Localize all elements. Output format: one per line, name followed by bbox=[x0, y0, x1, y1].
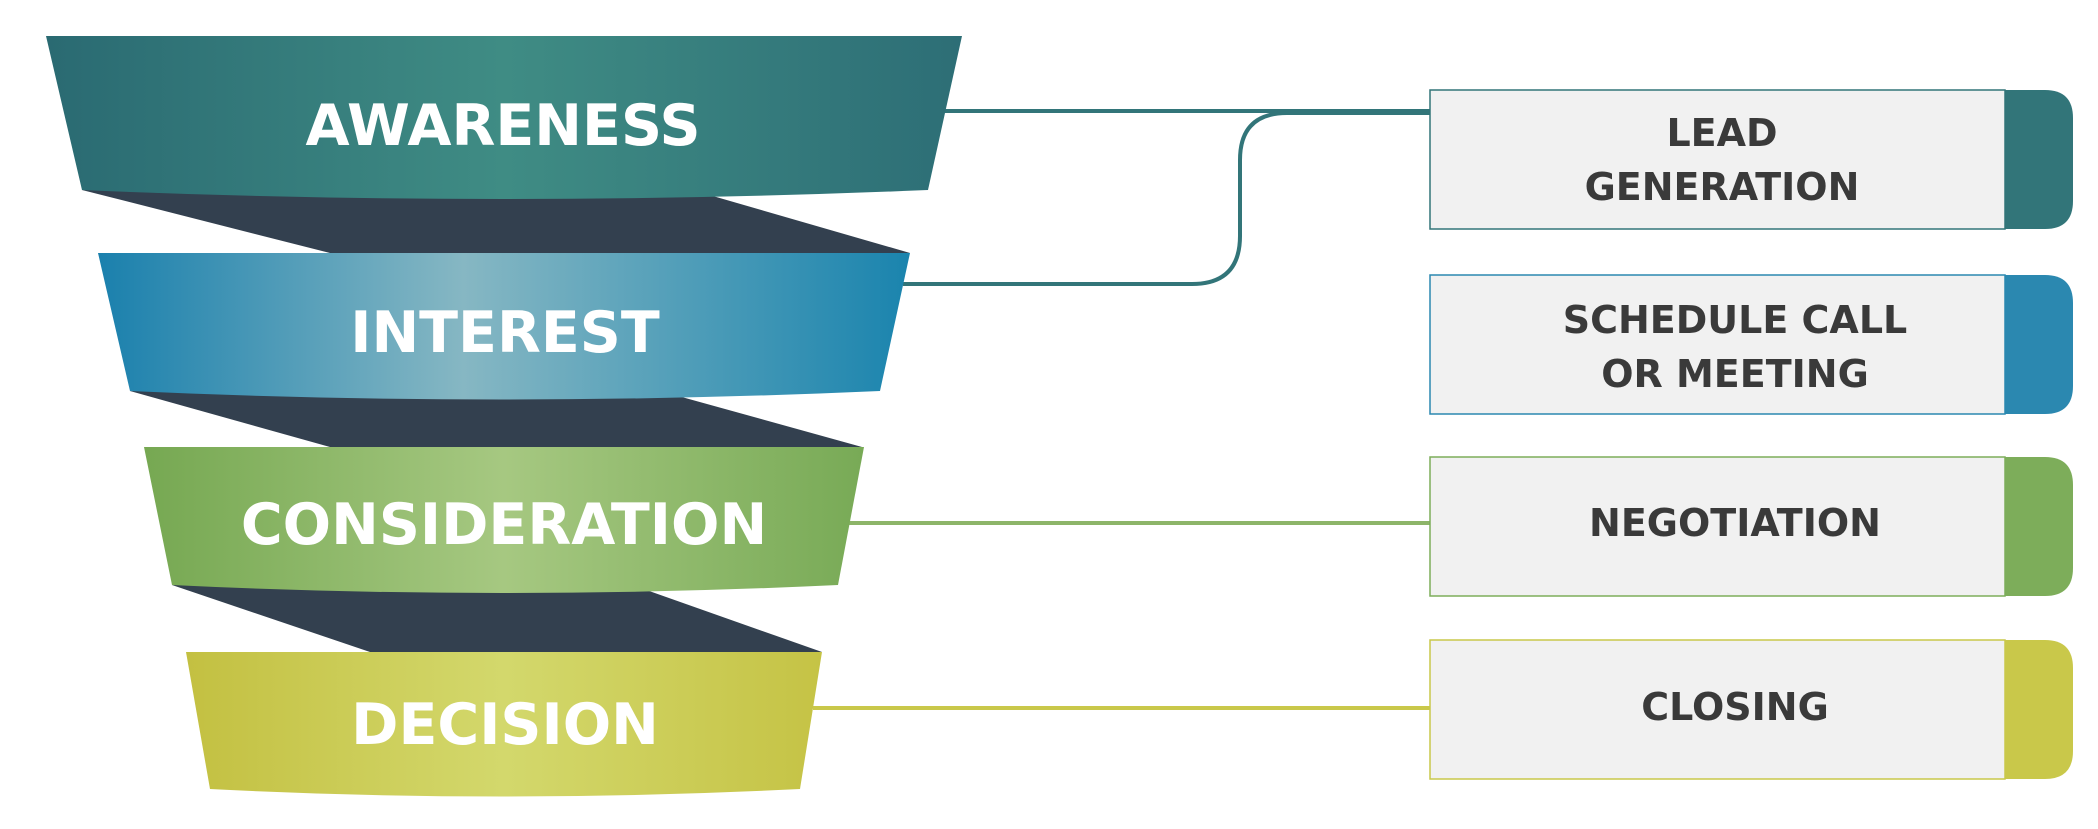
funnel-stage-label: DECISION bbox=[351, 692, 659, 758]
outcome-accent-tab bbox=[1990, 640, 2073, 779]
funnel-stage-label: INTEREST bbox=[350, 300, 660, 366]
outcome-label-line-2: OR MEETING bbox=[1601, 352, 1869, 396]
connector-interest-to-lead bbox=[903, 111, 1430, 286]
funnel-band bbox=[46, 36, 962, 199]
outcome-box bbox=[1429, 456, 2006, 597]
connector-lines bbox=[813, 109, 1430, 710]
outcome-label-line-2: GENERATION bbox=[1585, 165, 1860, 209]
funnel-stage-decision: DECISION bbox=[186, 652, 822, 797]
funnel-band bbox=[144, 447, 864, 593]
outcome-accent-tab bbox=[1990, 457, 2073, 596]
funnel-fold-2 bbox=[130, 391, 862, 447]
outcome-accent-tab bbox=[1990, 275, 2073, 414]
outcome-label: NEGOTIATION bbox=[1589, 501, 1881, 545]
funnel-stage-consideration: CONSIDERATION bbox=[144, 447, 864, 593]
outcome-accent-tab bbox=[1990, 90, 2073, 229]
outcome-schedule-call: SCHEDULE CALL OR MEETING bbox=[1429, 274, 2073, 415]
funnel-stage-awareness: AWARENESS bbox=[46, 36, 962, 199]
funnel-band bbox=[98, 253, 910, 400]
funnel-stage-interest: INTEREST bbox=[98, 253, 910, 400]
outcome-label-line-1: SCHEDULE CALL bbox=[1563, 298, 1908, 342]
outcome-label-line-1: LEAD bbox=[1666, 111, 1777, 155]
outcome-box bbox=[1429, 639, 2006, 780]
outcome-box bbox=[1429, 274, 2006, 415]
outcome-lead-generation: LEAD GENERATION bbox=[1429, 89, 2073, 230]
funnel-stage-label: AWARENESS bbox=[306, 93, 701, 159]
outcome-negotiation: NEGOTIATION bbox=[1429, 456, 2073, 597]
outcome-closing: CLOSING bbox=[1429, 639, 2073, 780]
funnel-fold-3 bbox=[172, 585, 822, 652]
outcome-label: CLOSING bbox=[1641, 685, 1829, 729]
funnel-fold-1 bbox=[82, 190, 910, 253]
funnel-band bbox=[186, 652, 822, 797]
funnel-stage-label: CONSIDERATION bbox=[241, 492, 767, 558]
outcome-box bbox=[1429, 89, 2006, 230]
